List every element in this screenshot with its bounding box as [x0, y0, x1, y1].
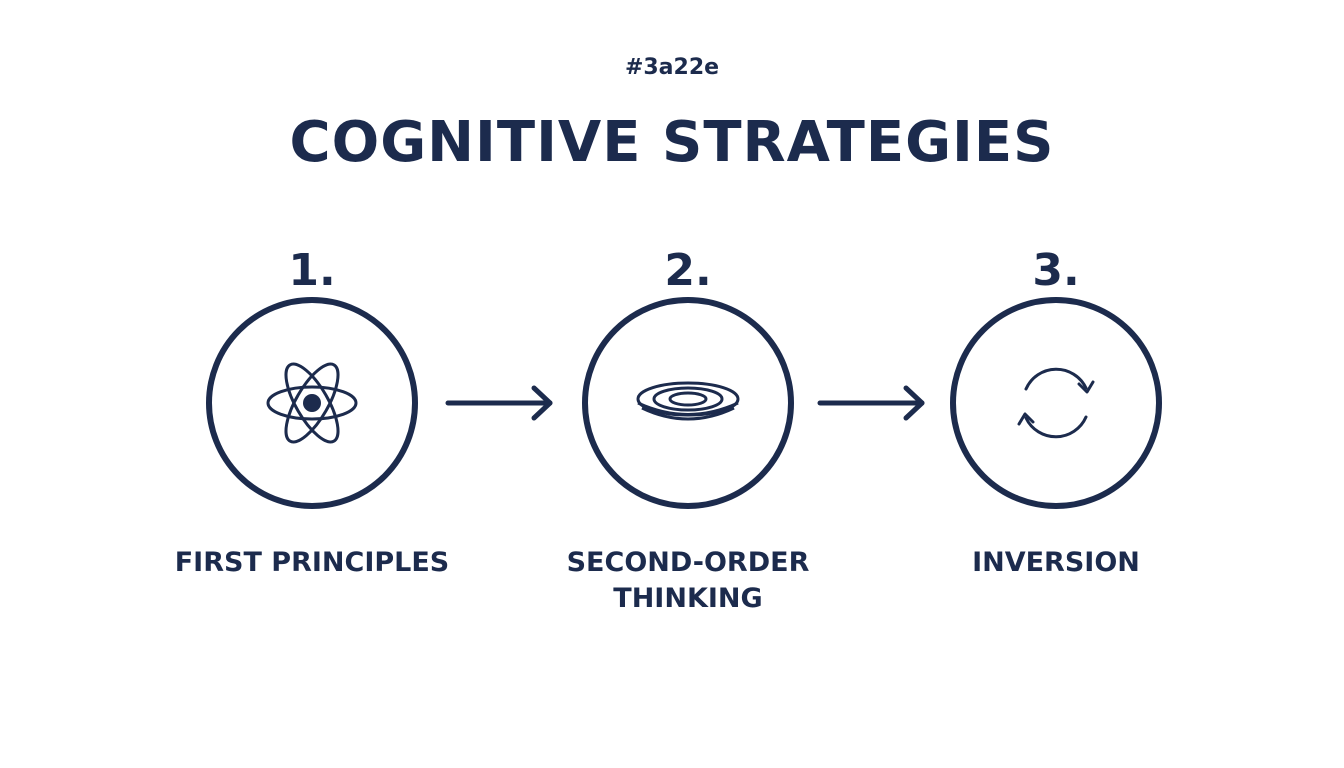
step-2-label: SECOND-ORDER THINKING [566, 547, 810, 614]
step-3-label: INVERSION [972, 547, 1140, 578]
step-1-number: 1. [288, 245, 336, 296]
page-title: COGNITIVE STRATEGIES [289, 110, 1055, 175]
step-1-label: FIRST PRINCIPLES [174, 547, 450, 578]
step-3-number: 3. [1032, 245, 1080, 296]
cycle-arrows-icon [1017, 367, 1095, 439]
step-2-circle [582, 297, 794, 509]
atom-icon [266, 362, 358, 444]
arrow-right-icon [445, 385, 553, 421]
step-2-number: 2. [664, 245, 712, 296]
arrow-right-icon [817, 385, 925, 421]
concentric-rings-icon [636, 381, 740, 421]
step-3-circle [950, 297, 1162, 509]
step-1-circle [206, 297, 418, 509]
header-tag: #3a22e [624, 55, 720, 80]
